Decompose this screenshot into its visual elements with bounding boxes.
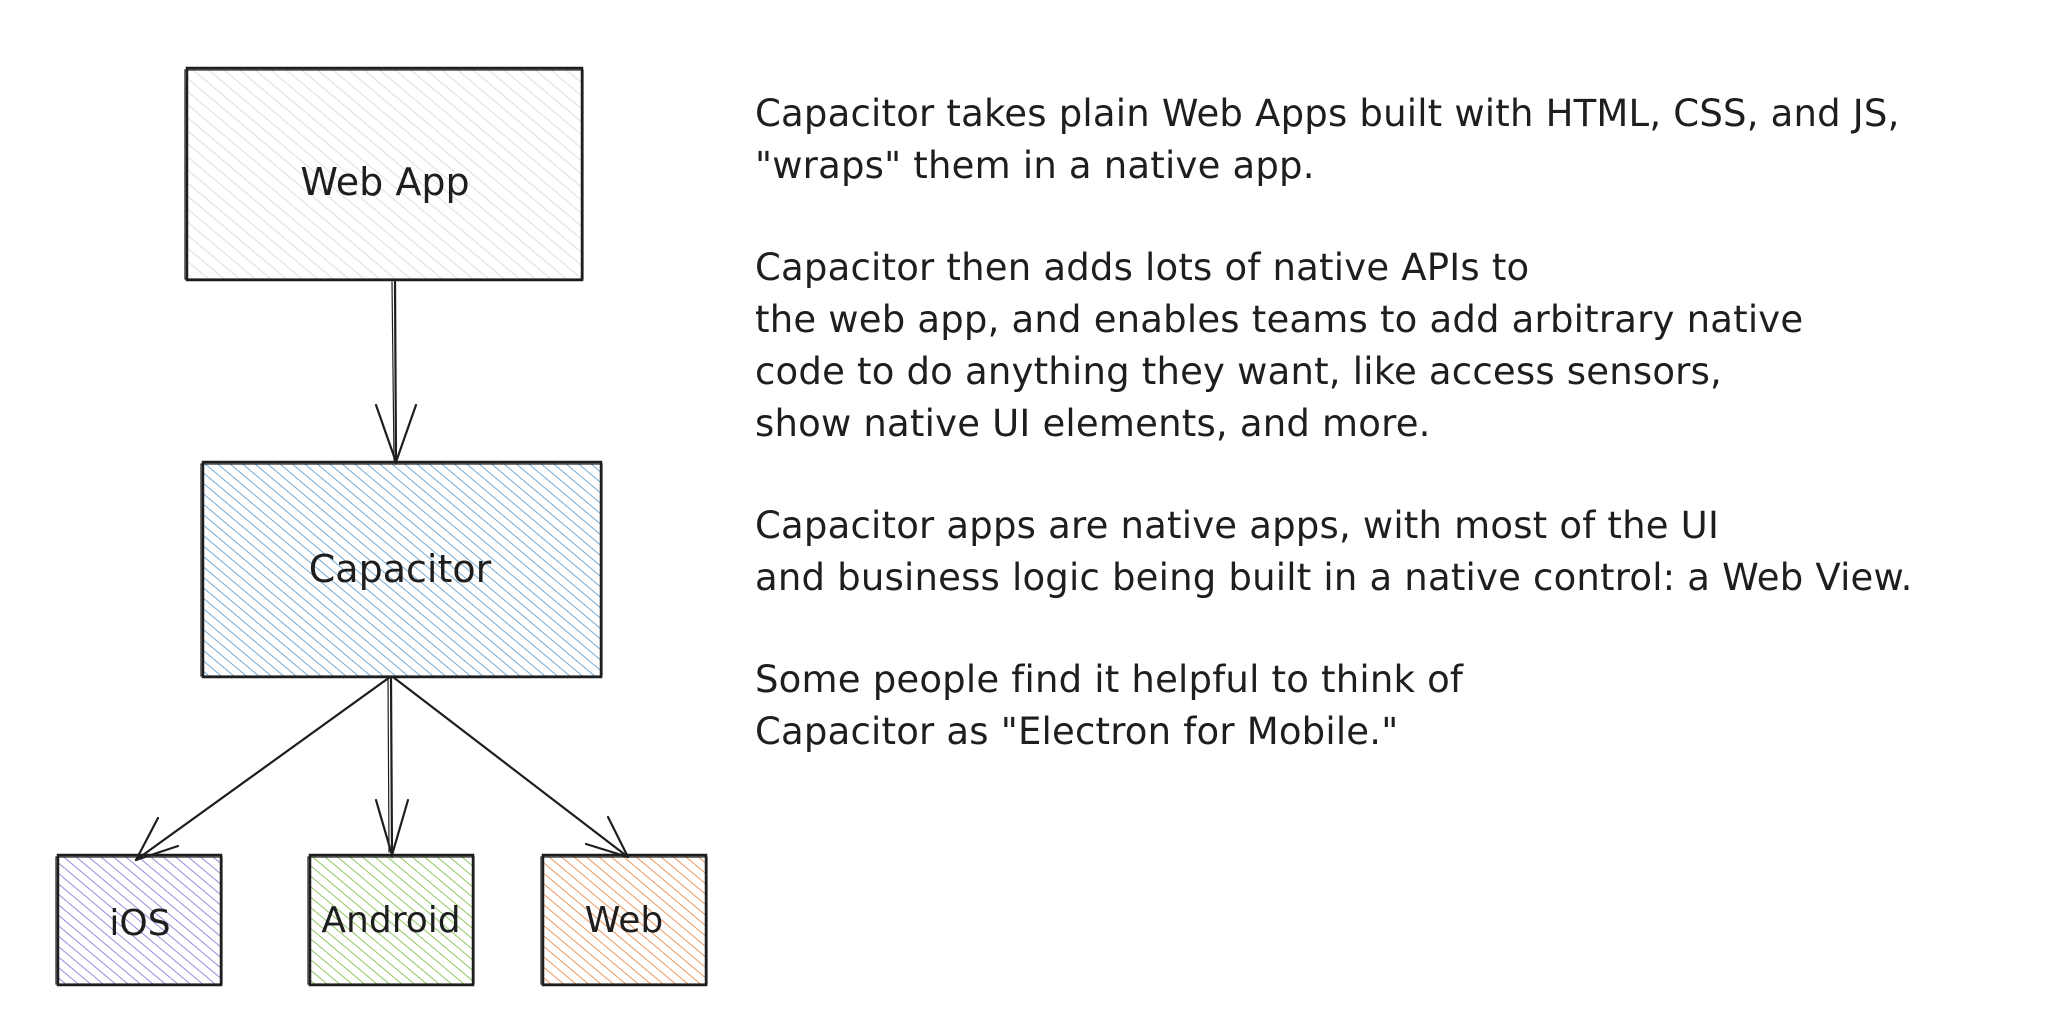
node-android: Android xyxy=(307,853,475,987)
node-web: Web xyxy=(540,853,708,987)
note-line: show native UI elements, and more. xyxy=(755,402,1431,445)
node-capacitor: Capacitor xyxy=(200,460,603,679)
note-line: Capacitor takes plain Web Apps built wit… xyxy=(755,92,1900,135)
edge-web-app-to-capacitor xyxy=(374,280,418,466)
node-ios: iOS xyxy=(55,853,223,987)
note-line: Some people find it helpful to think of xyxy=(755,658,1464,701)
edge-capacitor-to-android xyxy=(374,675,410,859)
node-capacitor-label: Capacitor xyxy=(309,547,492,591)
node-ios-label: iOS xyxy=(109,903,170,944)
edge-capacitor-to-web xyxy=(391,675,630,859)
note-line: code to do anything they want, like acce… xyxy=(755,350,1723,393)
note-line: Capacitor then adds lots of native APIs … xyxy=(755,246,1530,289)
architecture-diagram: Web App Capacitor iOS Android Web xyxy=(55,66,708,987)
note-line: Capacitor apps are native apps, with mos… xyxy=(755,504,1720,547)
note-paragraph-3: Capacitor apps are native apps, with mos… xyxy=(755,500,2025,604)
note-line: Capacitor as "Electron for Mobile." xyxy=(755,710,1399,753)
note-paragraph-2: Capacitor then adds lots of native APIs … xyxy=(755,242,2025,450)
note-paragraph-1: Capacitor takes plain Web Apps built wit… xyxy=(755,88,2025,192)
node-web-label: Web xyxy=(585,900,664,941)
node-web-app-label: Web App xyxy=(300,160,469,204)
edge-capacitor-to-ios xyxy=(134,675,392,862)
node-web-app: Web App xyxy=(184,66,584,282)
node-android-label: Android xyxy=(321,900,460,941)
note-line: and business logic being built in a nati… xyxy=(755,556,1913,599)
note-line: "wraps" them in a native app. xyxy=(755,144,1315,187)
description-notes: Capacitor takes plain Web Apps built wit… xyxy=(755,88,2025,808)
note-paragraph-4: Some people find it helpful to think of … xyxy=(755,654,2025,758)
note-line: the web app, and enables teams to add ar… xyxy=(755,298,1804,341)
